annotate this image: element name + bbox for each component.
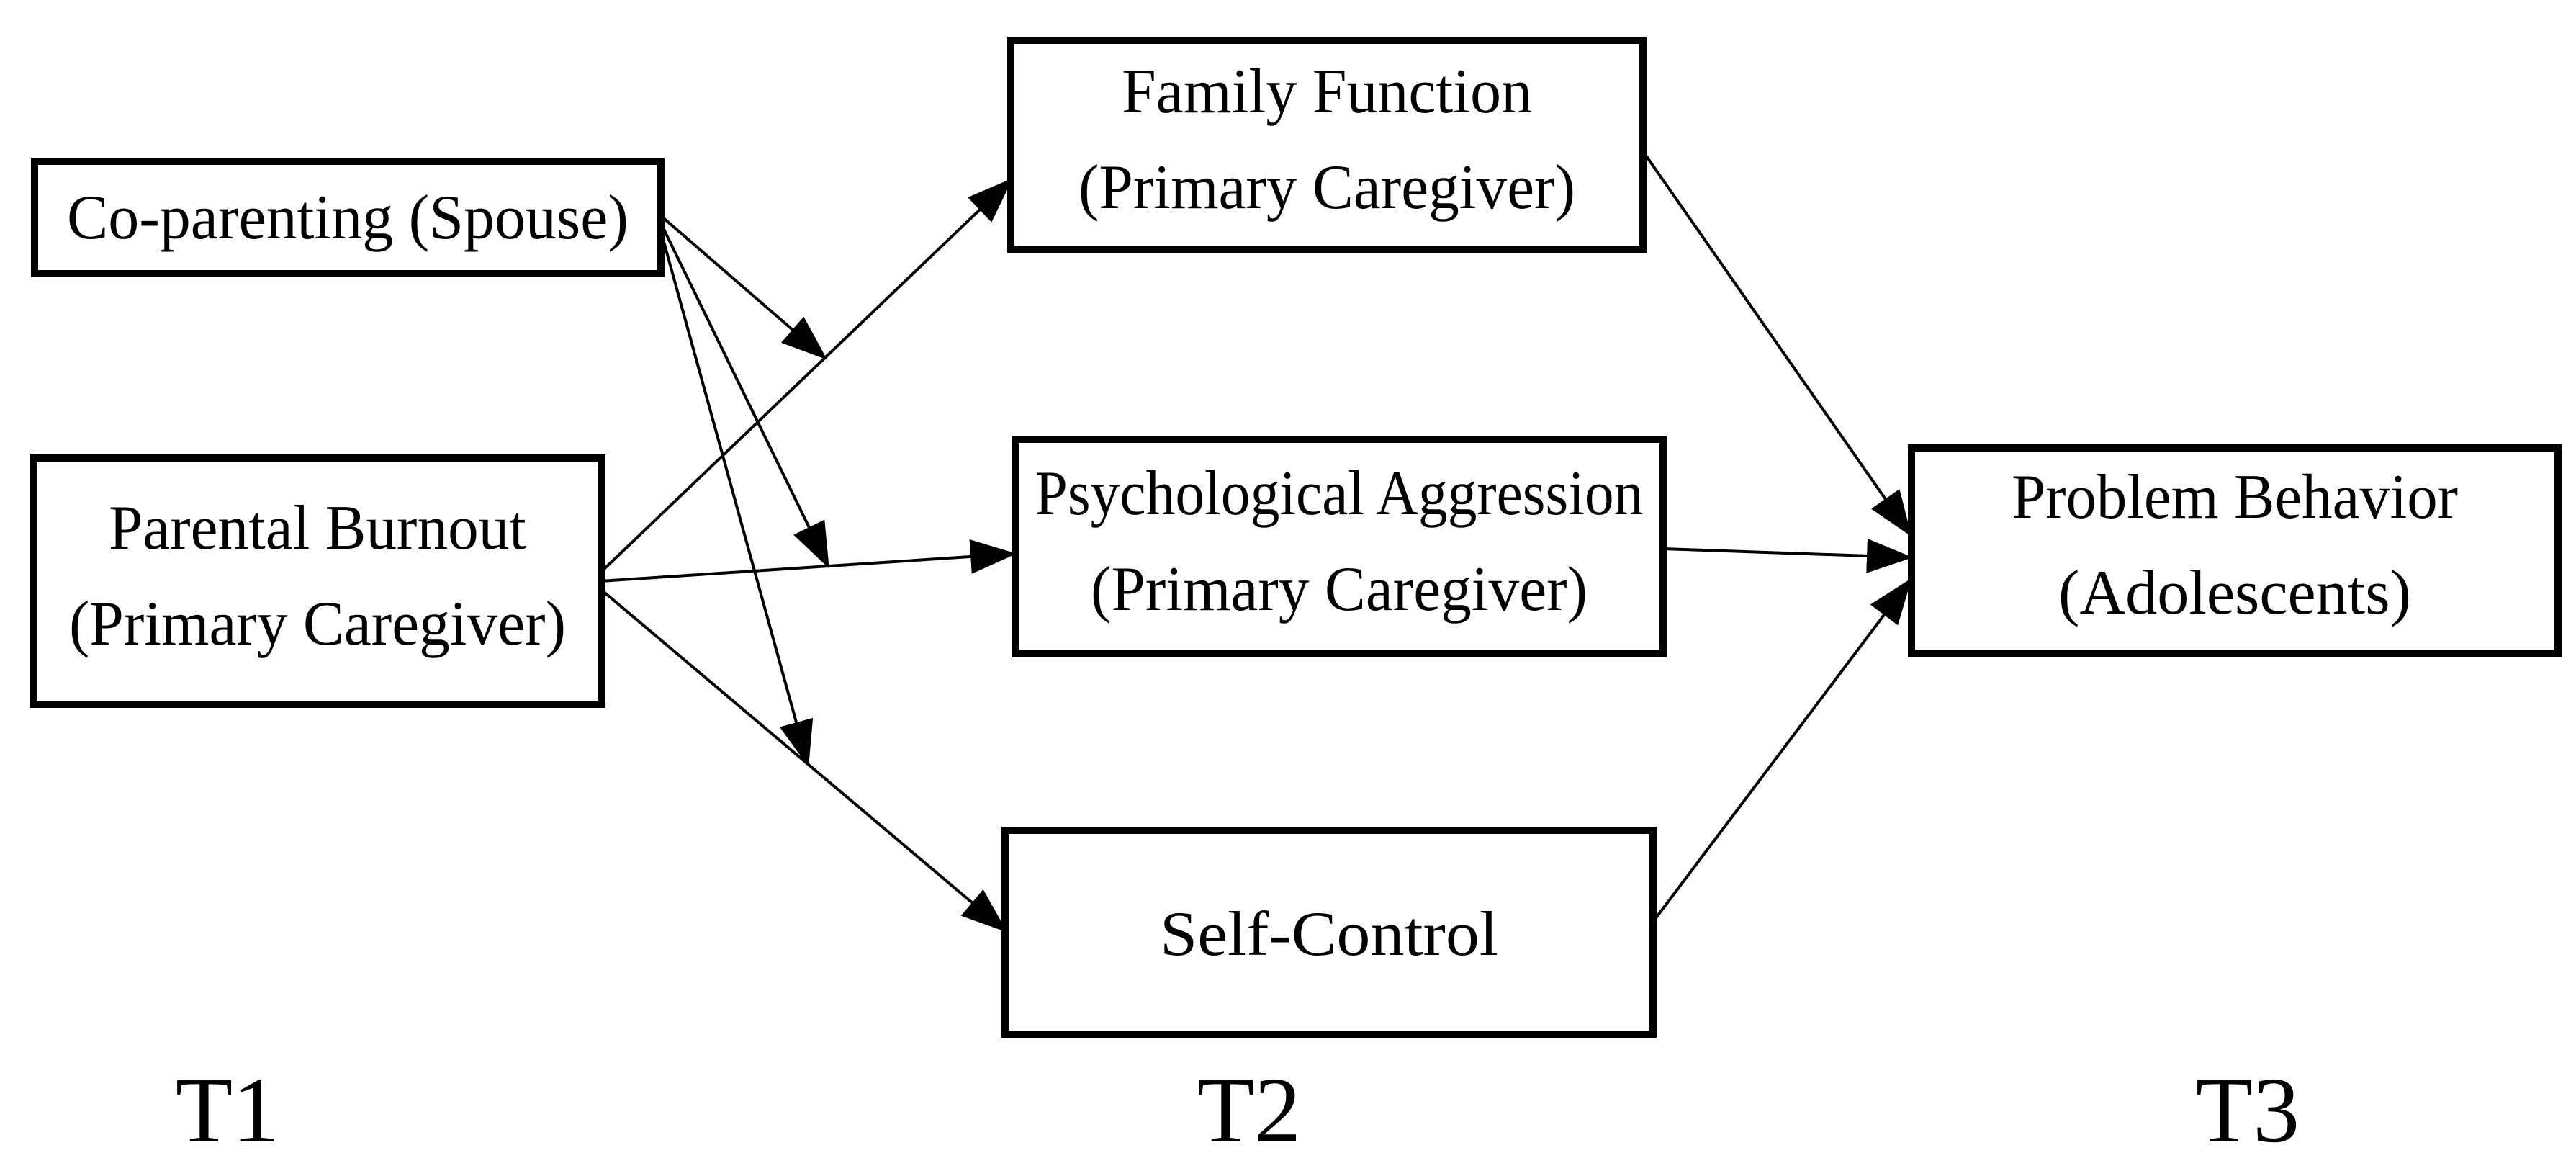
timepoint-label-t2: T2 xyxy=(1197,1059,1301,1162)
node-self-control-box xyxy=(1001,827,1657,1038)
node-family-function-box xyxy=(1007,37,1647,253)
node-self-control-label: Self-Control xyxy=(1160,899,1498,969)
node-parental-burnout-label-line2: (Primary Caregiver) xyxy=(69,589,566,659)
arrow-parental-burnout-to-family-function xyxy=(599,178,1013,574)
arrow-co-parenting-to-path-self-control xyxy=(658,225,814,767)
timepoint-label-t1: T1 xyxy=(176,1059,279,1162)
node-co-parenting: Co-parenting (Spouse) xyxy=(31,158,665,277)
node-parental-burnout-box xyxy=(30,454,605,708)
arrow-parental-burnout-to-psychological-aggression xyxy=(600,539,1017,583)
node-family-function-label-line2: (Primary Caregiver) xyxy=(1078,153,1575,223)
timepoint-label-t3: T3 xyxy=(2196,1059,2300,1162)
node-co-parenting-label: Co-parenting (Spouse) xyxy=(67,183,629,253)
node-problem-behavior-box xyxy=(1908,444,2562,657)
arrow-psychological-aggression-to-problem-behavior xyxy=(1662,538,1913,573)
node-problem-behavior: Problem Behavior (Adolescents) xyxy=(1908,444,2562,657)
arrow-co-parenting-to-path-family-function xyxy=(658,213,828,360)
node-family-function: Family Function (Primary Caregiver) xyxy=(1007,37,1647,253)
node-self-control: Self-Control xyxy=(1001,827,1657,1038)
node-problem-behavior-label-line1: Problem Behavior xyxy=(2012,462,2458,532)
node-parental-burnout: Parental Burnout (Primary Caregiver) xyxy=(30,454,605,708)
node-psychological-aggression: Psychological Aggression (Primary Caregi… xyxy=(1012,436,1667,657)
node-psychological-aggression-label-line1: Psychological Aggression xyxy=(1035,459,1644,529)
node-co-parenting-box xyxy=(31,158,665,277)
node-family-function-label-line1: Family Function xyxy=(1122,57,1532,127)
node-psychological-aggression-box xyxy=(1012,436,1667,657)
arrow-self-control-to-problem-behavior xyxy=(1652,578,1912,923)
arrow-parental-burnout-to-self-control xyxy=(599,588,1008,933)
node-psychological-aggression-label-line2: (Primary Caregiver) xyxy=(1091,555,1588,624)
node-problem-behavior-label-line2: (Adolescents) xyxy=(2058,558,2411,628)
arrow-family-function-to-problem-behavior xyxy=(1641,150,1912,537)
node-parental-burnout-label-line1: Parental Burnout xyxy=(109,493,526,563)
arrow-co-parenting-to-path-psychological-aggression xyxy=(658,220,829,569)
